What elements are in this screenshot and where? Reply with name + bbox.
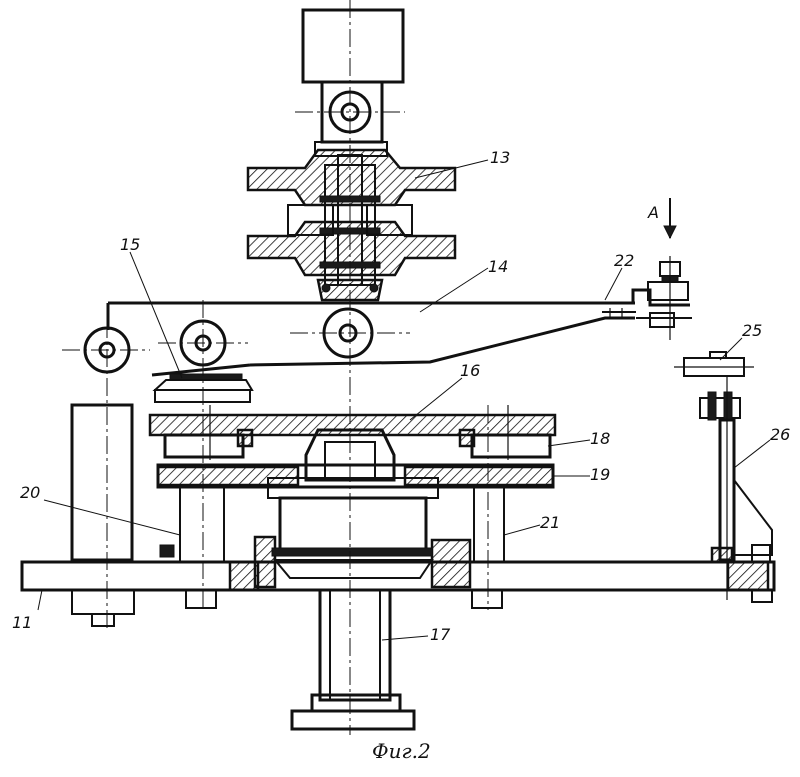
label-20: 20 bbox=[20, 483, 40, 502]
label-21: 21 bbox=[540, 513, 560, 532]
left-rollers bbox=[85, 321, 225, 372]
center-lines bbox=[62, 0, 488, 735]
label-26: 26 bbox=[770, 425, 790, 444]
base-bolts bbox=[72, 590, 772, 626]
label-15: 15 bbox=[120, 235, 140, 254]
label-11: 11 bbox=[12, 613, 32, 632]
label-25: 25 bbox=[742, 321, 762, 340]
label-13: 13 bbox=[490, 148, 510, 167]
pulley-assembly-13 bbox=[248, 150, 455, 300]
label-14: 14 bbox=[488, 257, 508, 276]
label-22: 22 bbox=[614, 251, 634, 270]
label-17: 17 bbox=[430, 625, 451, 644]
leader-lines bbox=[38, 160, 770, 640]
label-16: 16 bbox=[460, 361, 480, 380]
lever-14 bbox=[108, 303, 636, 375]
figure-caption: Фиг.2 bbox=[372, 739, 431, 763]
spindle-17 bbox=[292, 590, 414, 729]
view-marker-a: A bbox=[647, 203, 659, 222]
clamp-22 bbox=[633, 198, 692, 340]
label-19: 19 bbox=[590, 465, 610, 484]
label-18: 18 bbox=[590, 429, 610, 448]
top-motor bbox=[303, 10, 403, 156]
table-16 bbox=[150, 405, 555, 460]
